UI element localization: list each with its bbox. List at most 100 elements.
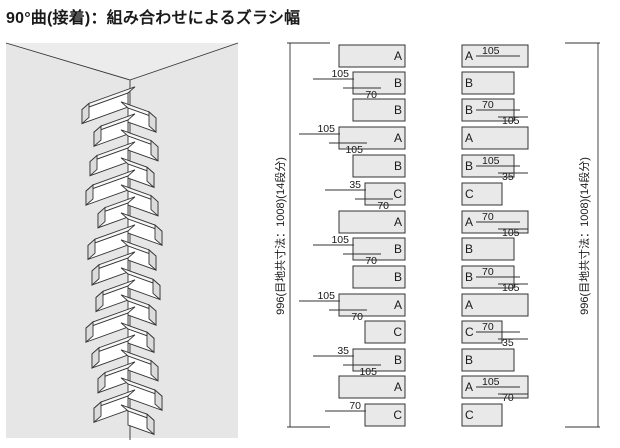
brick-end-face [85,183,94,207]
brick-left-5 [352,154,406,178]
brick-code-label: B [465,353,473,367]
brick-end-face [91,346,100,369]
right-stack-dimension: 996(目地共寸法：1008)(14段分) [565,42,600,428]
offset-label: 105 [317,123,335,135]
brick-end-face [148,303,157,327]
brick-end-face [150,194,159,217]
brick-code-label: A [465,298,473,312]
offset-label: 70 [482,321,494,333]
brick-code-label: C [465,325,474,339]
offset-label: 105 [482,45,500,57]
offset-label: 70 [351,311,363,323]
brick-code-label: C [393,187,402,201]
brick-end-face [154,224,163,247]
brick-end-face [87,238,96,261]
brick-code-label: B [394,353,402,367]
brick-end-face [81,102,90,125]
brick-right-6 [461,182,503,206]
total-height-label-right: 996(目地共寸法：1008)(14段分) [577,157,591,315]
brick-right-14 [461,403,503,427]
brick-code-label: A [394,380,402,394]
brick-end-face [97,371,106,394]
total-height-label: 996(目地共寸法：1008)(14段分) [273,157,287,315]
brick-code-label: B [394,159,402,173]
brick-end-face [152,278,161,301]
offset-label: 105 [482,376,500,388]
brick-left-11 [364,320,406,344]
offset-label: 105 [345,144,363,156]
offset-label: 35 [502,171,514,183]
left-brick-stack: AB10570BA105105BC3570AB10570BA10570CB351… [299,44,406,427]
corner-illustration [5,42,239,440]
page-title: 90°曲(接着)：組み合わせによるズラシ幅 [6,10,301,27]
offset-label: 105 [331,234,349,246]
brick-left-8 [352,237,406,261]
offset-label: 70 [349,400,361,412]
brick-left-14 [364,403,406,427]
brick-code-label: B [394,76,402,90]
brick-end-face [93,401,102,424]
offset-label: 105 [502,227,520,239]
brick-code-label: A [394,215,402,229]
offset-label: 105 [359,366,377,378]
brick-end-face [95,290,104,313]
brick-code-label: B [394,103,402,117]
brick-code-label: A [394,49,402,63]
brick-end-face [93,125,102,148]
brick-code-label: B [465,242,473,256]
brick-left-1 [338,44,406,68]
brick-code-label: A [465,131,473,145]
brick-code-label: B [465,159,473,173]
brick-code-label: A [465,49,473,63]
offset-label: 105 [482,155,500,167]
brick-left-7 [338,210,406,234]
brick-left-6 [364,182,406,206]
brick-end-face [148,248,157,272]
offset-label: 70 [365,255,377,267]
brick-end-face [89,154,98,177]
brick-code-label: A [394,131,402,145]
offset-label: 70 [482,211,494,223]
brick-code-label: C [465,187,474,201]
brick-code-label: B [465,103,473,117]
offset-label: 70 [482,266,494,278]
brick-end-face [97,206,106,229]
brick-end-face [148,110,157,134]
brick-end-face [150,139,159,162]
offset-label: 105 [317,290,335,302]
brick-left-2 [352,71,406,95]
brick-right-12 [461,348,515,372]
offset-label: 35 [337,345,349,357]
brick-code-label: C [465,408,474,422]
brick-code-label: B [465,270,473,284]
brick-end-face [91,263,100,286]
brick-left-12 [352,348,406,372]
brick-end-face [85,320,94,344]
brick-end-face [154,389,163,412]
brick-code-label: B [394,270,402,284]
offset-label: 35 [349,179,361,191]
brick-end-face [146,413,155,436]
brick-left-3 [352,98,406,122]
brick-code-label: C [393,325,402,339]
offset-label: 70 [482,99,494,111]
left-stack-dimension: 996(目地共寸法：1008)(14段分) [273,42,330,428]
brick-code-label: B [465,76,473,90]
brick-code-label: A [465,215,473,229]
offset-label: 105 [331,68,349,80]
brick-right-8 [461,237,515,261]
stacked-corner-bricks [81,86,163,436]
offset-label: 70 [502,392,514,404]
brick-code-label: A [465,380,473,394]
brick-left-9 [352,265,406,289]
brick-end-face [146,331,155,354]
offset-label: 70 [365,89,377,101]
brick-code-label: C [393,408,402,422]
brick-end-face [150,359,159,382]
offset-label: 35 [502,337,514,349]
brick-code-label: A [394,298,402,312]
brick-left-10 [338,293,406,317]
offset-label: 105 [502,282,520,294]
